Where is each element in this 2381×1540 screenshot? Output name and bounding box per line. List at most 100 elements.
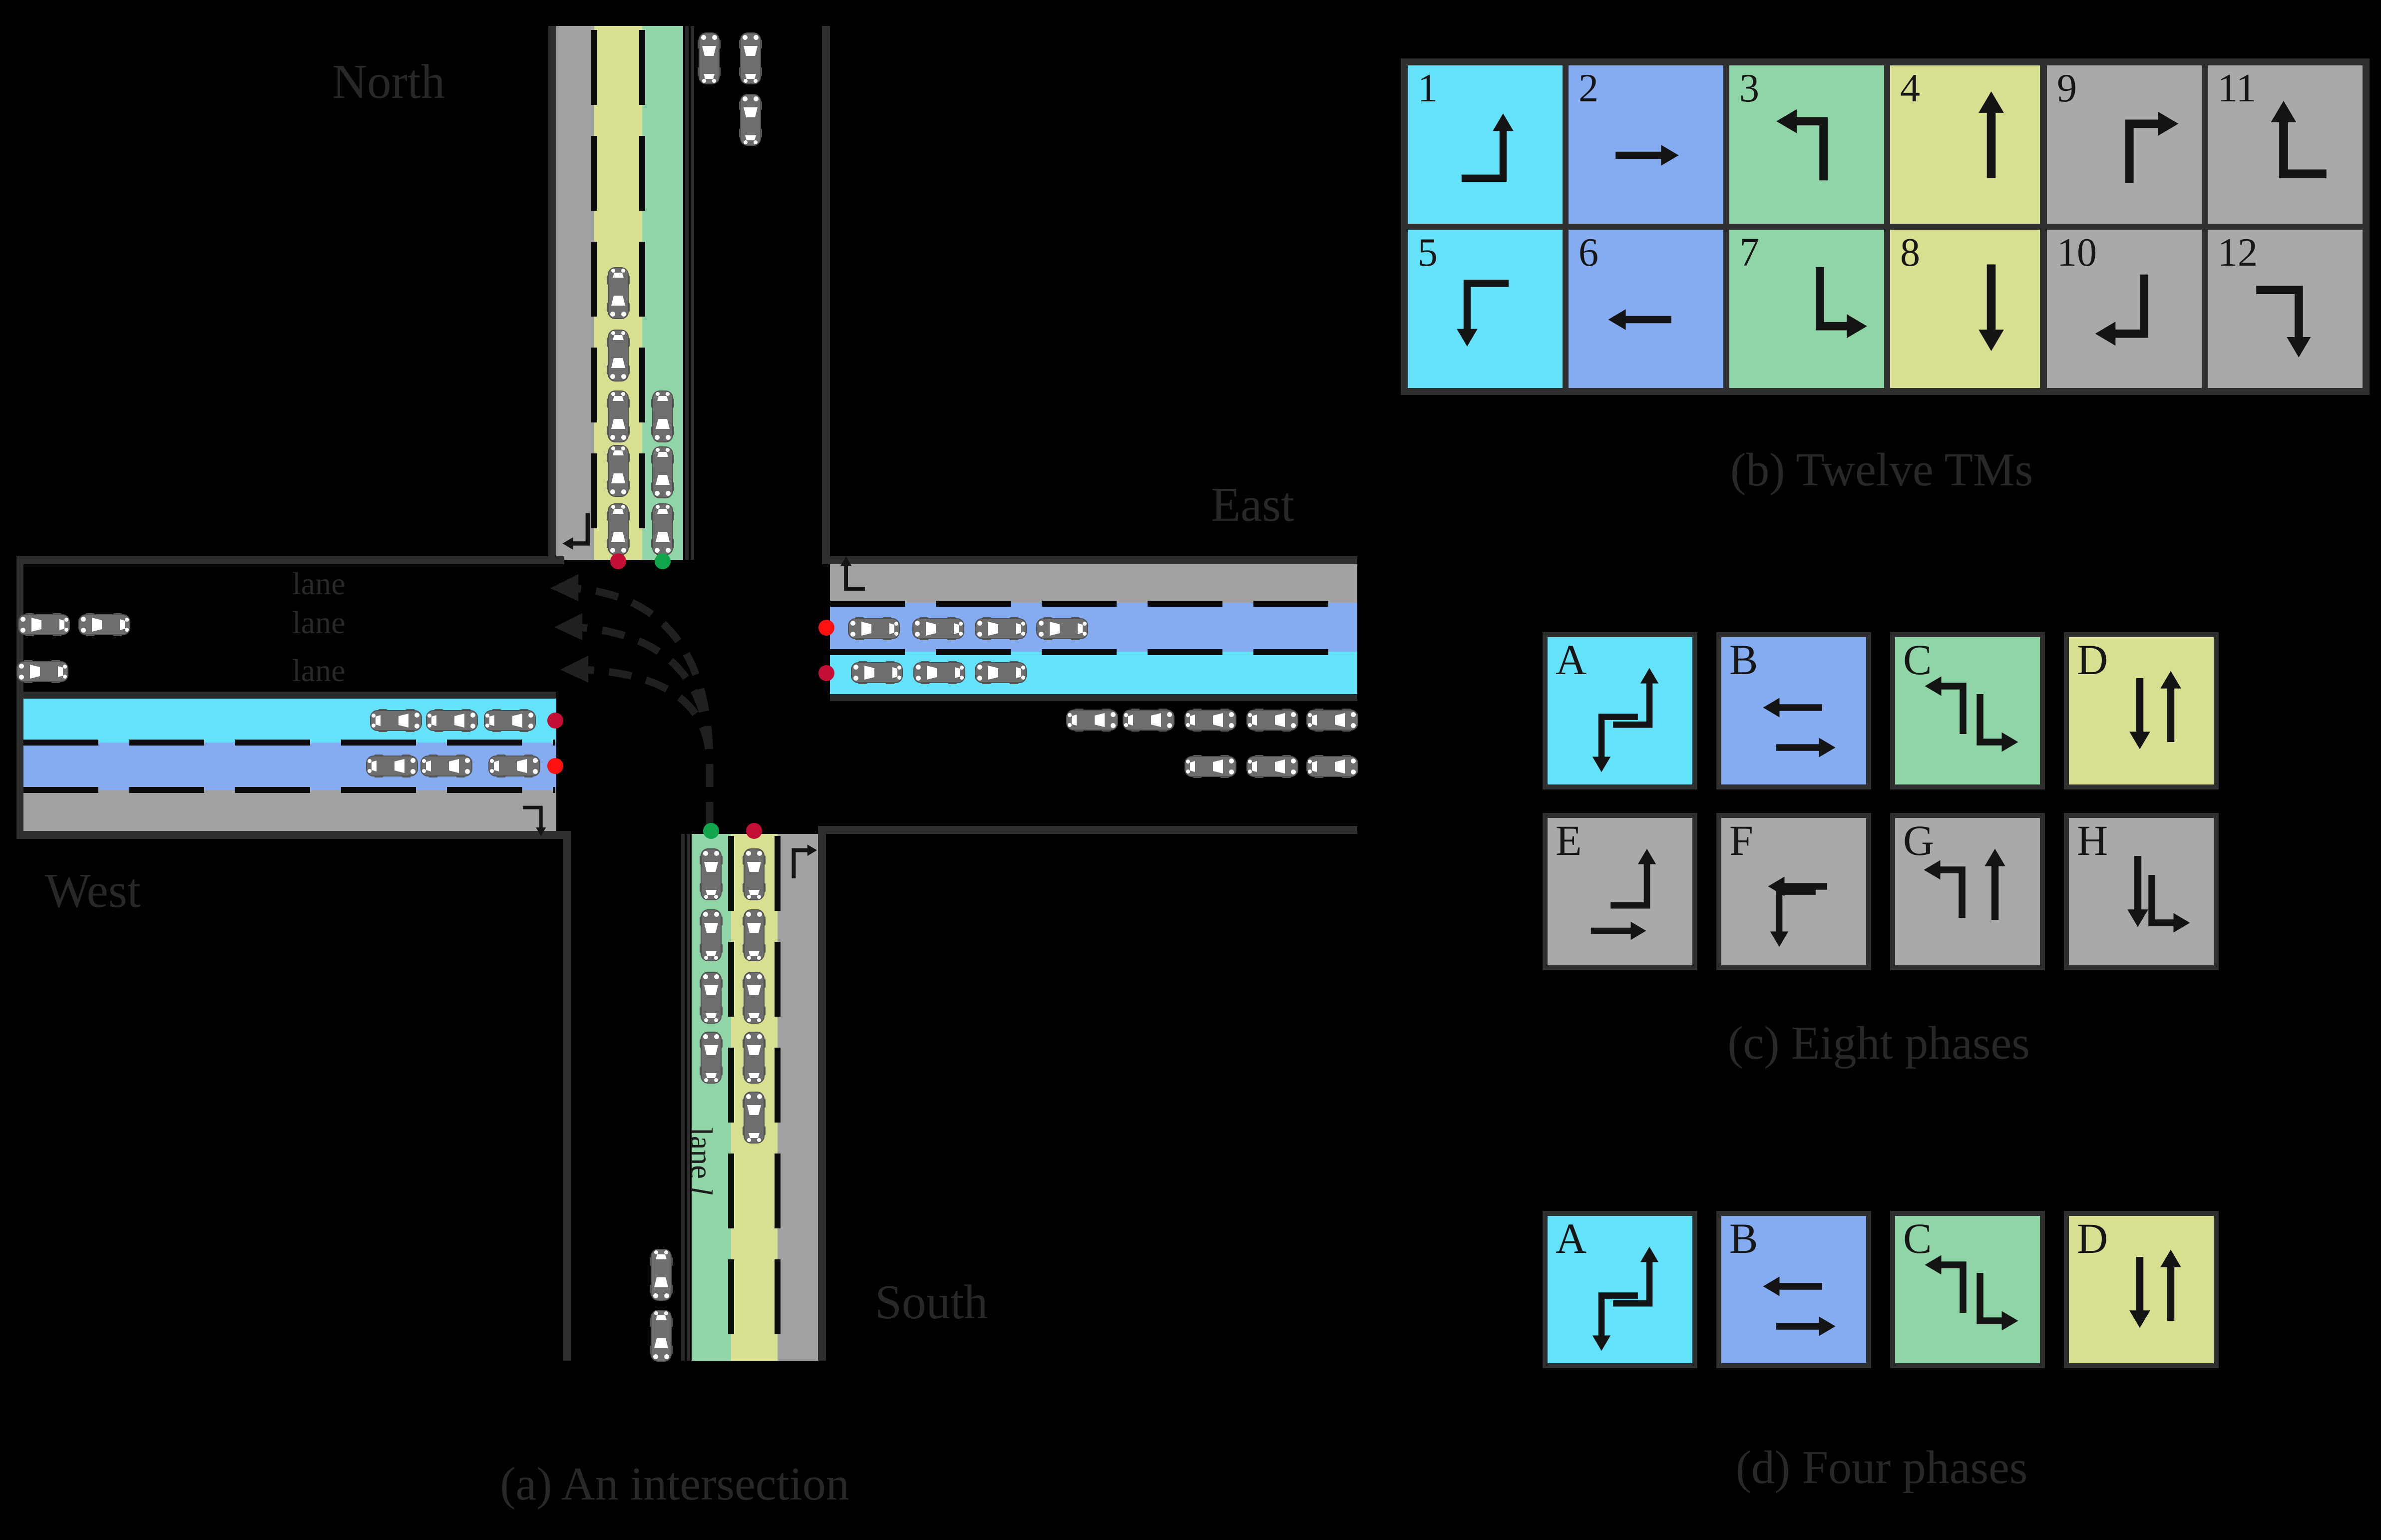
phase-cell-E: E [1543, 813, 1697, 970]
phase-letter: C [1903, 1214, 1932, 1262]
phase-letter: H [2077, 816, 2108, 864]
tm-cell-7: 7 [1729, 230, 1884, 388]
outgoing-car-east [1246, 709, 1299, 732]
car-icon [1246, 755, 1298, 778]
car-icon [698, 32, 721, 84]
signal-green-dot-south-green [703, 823, 719, 839]
south-through-arrow-icon [2127, 856, 2148, 927]
east-arm-center-line [830, 694, 1357, 701]
outgoing-lane-label-3: lane [292, 653, 346, 688]
south-arm-east-edge [818, 826, 826, 1361]
car-icon [1185, 709, 1236, 732]
tm-cell-8: 8 [1890, 230, 2045, 388]
outgoing-car-south [650, 1309, 673, 1362]
tm-cell-6: 6 [1569, 230, 1723, 388]
car-icon [607, 330, 630, 382]
lane-l-label: lane l [683, 1128, 719, 1195]
east-through-arrow-icon [1590, 921, 1646, 940]
east-left-arrow-icon [1613, 1246, 1659, 1307]
queued-car-north [651, 390, 674, 443]
tm-cell-3: 3 [1729, 65, 1884, 224]
car-icon [848, 617, 900, 640]
outgoing-car-east [1306, 755, 1359, 778]
phase-letter: A [1556, 636, 1587, 684]
car-icon [739, 94, 762, 146]
queued-car-north [651, 446, 674, 499]
north-arm-west-edge [548, 26, 556, 560]
tm-cell-5: 5 [1408, 230, 1563, 388]
queued-car-south [743, 848, 766, 901]
car-icon [607, 390, 630, 442]
eight-phases-row-2: E F G H [1543, 813, 2219, 970]
outgoing-car-north [739, 93, 762, 146]
car-icon [651, 390, 674, 442]
queued-car-east [847, 617, 900, 640]
outgoing-car-east [1066, 709, 1119, 732]
phase-letter: D [2077, 1214, 2108, 1262]
car-icon [743, 848, 766, 900]
car-icon [370, 709, 422, 732]
car-icon [851, 661, 903, 684]
queued-car-east [1036, 617, 1089, 640]
signal-green-dot-north-green [655, 553, 671, 569]
west-left-arrow-icon [1592, 1292, 1638, 1351]
lane-l-prefix: lane [684, 1127, 718, 1187]
queued-car-north [607, 444, 630, 497]
south-arm-right-turn-lane [778, 834, 818, 1361]
car-icon [743, 1032, 766, 1084]
tm-number: 5 [1418, 231, 1438, 275]
north-through-arrow-icon [2160, 1249, 2181, 1321]
tm-number: 9 [2057, 66, 2077, 110]
phase-cell-G: G [1890, 813, 2045, 970]
east-through-arrow-icon [1776, 1316, 1836, 1336]
tm-cell-1: 1 [1408, 65, 1563, 224]
phase-letter: E [1556, 816, 1582, 864]
twelve-tms-colored-grid: 1 2 3 4 [1401, 58, 2052, 395]
phase-cell-D: D [2064, 632, 2219, 789]
east-label: East [1211, 478, 1295, 531]
car-icon [650, 1310, 673, 1362]
outgoing-car-west [78, 613, 131, 636]
west-through-arrow-icon [1763, 698, 1822, 718]
car-icon [1066, 709, 1118, 732]
north-left-arrow-icon [1776, 109, 1828, 181]
car-icon [743, 972, 766, 1024]
signal-crimson-dot-east-cyan [818, 665, 834, 681]
car-icon [488, 755, 540, 777]
phase-letter: F [1729, 816, 1753, 864]
car-icon [1185, 755, 1236, 778]
tm-cell-2: 2 [1569, 65, 1723, 224]
west-left-arrow-icon [1592, 714, 1638, 772]
north-right-arrow-icon [792, 844, 817, 878]
queued-car-east [913, 661, 966, 684]
south-left-arrow-icon [1977, 694, 2018, 752]
queued-car-north [607, 390, 630, 443]
queued-car-west [425, 709, 478, 732]
west-arm-right-turn-lane [23, 790, 556, 831]
phase-letter: A [1556, 1214, 1587, 1262]
south-label: South [875, 1275, 988, 1329]
phase-cell-D: D [2064, 1211, 2219, 1368]
phase-letter: B [1729, 636, 1758, 684]
outgoing-car-west [17, 613, 70, 636]
tm-cell-12: 12 [2208, 230, 2363, 388]
queued-car-south [700, 1031, 723, 1084]
car-icon [651, 446, 674, 498]
queued-car-north [607, 329, 630, 382]
twelve-tms-gray-grid: 9 11 10 12 [2040, 58, 2370, 395]
east-arm-north-edge [822, 556, 1357, 564]
queued-car-south [700, 909, 723, 962]
north-arm-east-edge [822, 26, 830, 560]
car-icon [700, 972, 723, 1024]
phase-cell-B: B [1716, 632, 1871, 789]
east-left-arrow-icon [1461, 113, 1514, 182]
queued-car-east [912, 617, 965, 640]
west-label: West [45, 864, 141, 917]
car-icon [975, 661, 1027, 684]
east-left-arrow-icon [1613, 668, 1659, 728]
tm-cell-10: 10 [2047, 230, 2202, 388]
queued-car-west [370, 709, 422, 732]
west-right-arrow-icon [840, 556, 865, 591]
